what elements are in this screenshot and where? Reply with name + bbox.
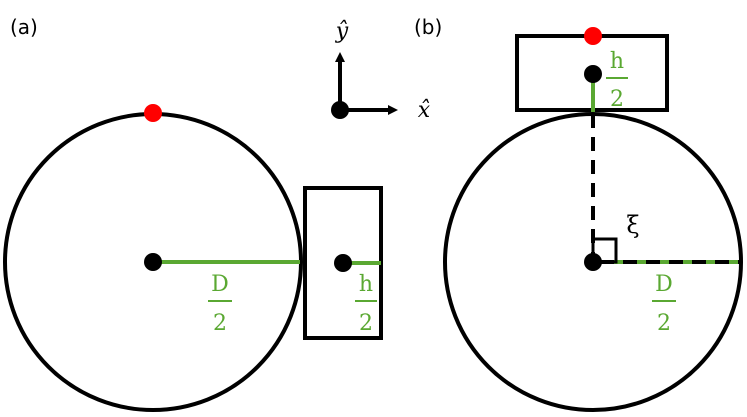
panel-a-label: (a) [10,15,38,39]
panel-b-circle-center-dot [584,253,602,271]
panel-a-half-height-fraction: h 2 [355,272,377,336]
panel-b-half-height-numerator: h [610,49,624,74]
panel-a-half-height-denominator: 2 [359,311,373,336]
panel-a-half-height-numerator: h [359,272,373,297]
panel-a-radius-denominator: 2 [213,311,227,336]
panel-b-half-height-fraction: h 2 [606,49,628,112]
panel-b-radius-denominator: 2 [657,311,671,336]
panel-a-circle-center-dot [144,253,162,271]
y-axis-label: ŷ [335,19,349,44]
panel-b-right-angle-mark [591,237,618,264]
panel-b-top-marker [584,27,602,45]
panel-b-radius-fraction: D 2 [652,272,676,336]
panel-a-radius-numerator: D [211,272,229,297]
panel-a: (a) D 2 h 2 [3,15,383,412]
panel-b-label: (b) [414,15,442,39]
panel-b: (b) ξ h 2 D 2 [414,15,743,412]
x-axis-label: x̂ [418,98,431,123]
panel-a-top-marker [144,104,162,122]
panel-b-radius-numerator: D [655,272,673,297]
panel-a-radius-fraction: D 2 [208,272,232,336]
panel-a-rectangle-center-dot [334,254,352,272]
axes-origin-dot [331,101,349,119]
coordinate-axes: ŷ x̂ [331,19,431,123]
panel-b-half-height-denominator: 2 [610,87,624,112]
panel-b-rectangle-center-dot [584,65,602,83]
panel-b-angle-symbol: ξ [626,211,639,239]
